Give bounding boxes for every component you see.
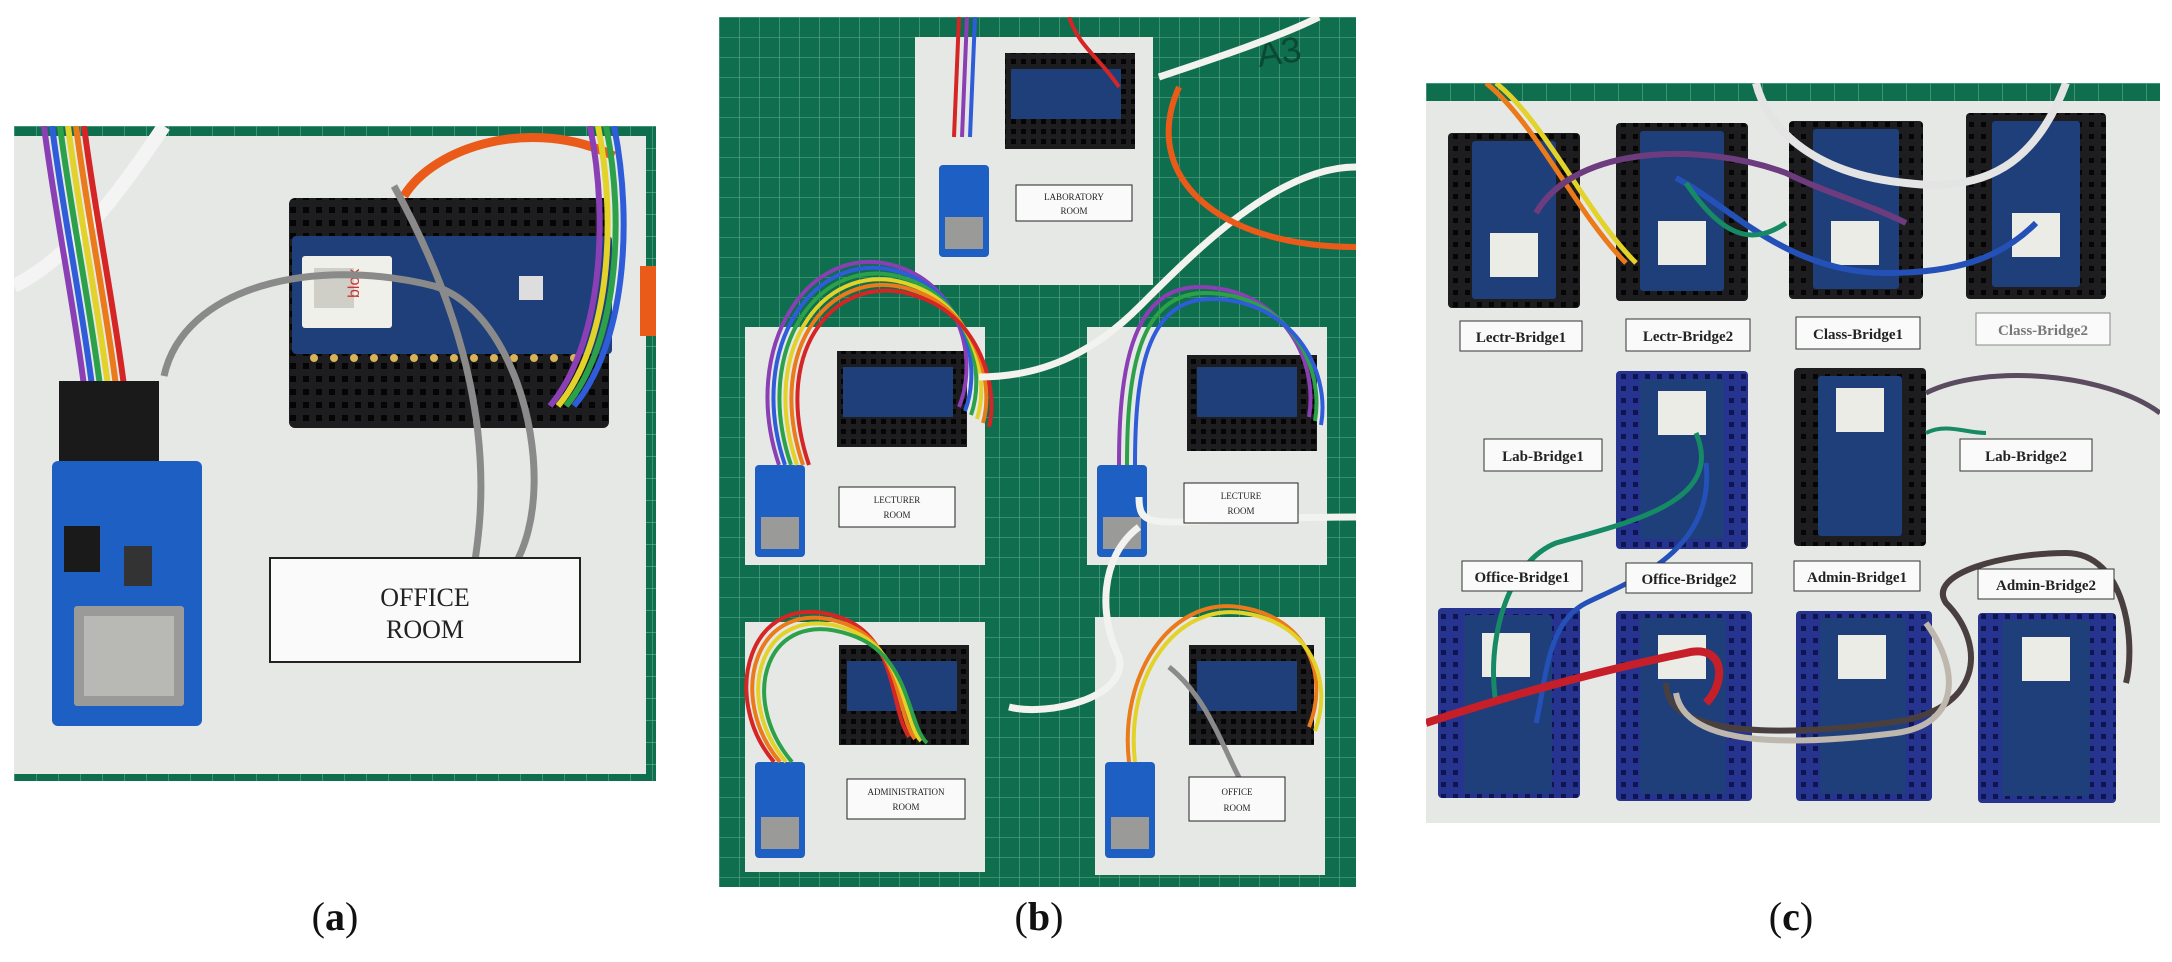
svg-text:ROOM: ROOM: [1227, 506, 1254, 516]
grey-jumper: [160, 184, 538, 604]
room-label-lecturer: LECTURER ROOM: [838, 486, 956, 528]
bridge-jumper-cables: [1426, 83, 2160, 744]
label-office-bridge1: Office-Bridge1: [1461, 560, 1583, 592]
room-label-laboratory: LABORATORY ROOM: [1015, 184, 1133, 222]
caption-c-close: ): [1799, 894, 1814, 939]
svg-text:OFFICE: OFFICE: [1221, 787, 1253, 797]
svg-text:LECTURE: LECTURE: [1221, 491, 1262, 501]
label-lectr-bridge2: Lectr-Bridge2: [1625, 318, 1751, 352]
svg-text:Class-Bridge1: Class-Bridge1: [1813, 327, 1903, 343]
board-lab-bridge2: [1794, 368, 1926, 546]
photo-panel-c: Lectr-Bridge1 Lectr-Bridge2 Class-Bridge…: [1426, 83, 2160, 823]
label-office-bridge2: Office-Bridge2: [1625, 562, 1753, 594]
caption-c-open: (: [1768, 894, 1783, 939]
board-lectr-bridge1: [1448, 133, 1580, 308]
label-lab-bridge1: Lab-Bridge1: [1483, 438, 1603, 472]
svg-text:LABORATORY: LABORATORY: [1044, 192, 1104, 202]
label-admin-bridge2: Admin-Bridge2: [1977, 568, 2115, 600]
orange-jumper: [400, 132, 617, 199]
svg-text:Class-Bridge2: Class-Bridge2: [1998, 323, 2088, 339]
caption-b: (b): [979, 893, 1099, 940]
board-lab-bridge1: [1616, 371, 1748, 549]
caption-b-letter: b: [1027, 894, 1051, 939]
svg-text:ROOM: ROOM: [883, 510, 910, 520]
svg-text:Admin-Bridge1: Admin-Bridge1: [1807, 570, 1907, 586]
svg-text:Lectr-Bridge2: Lectr-Bridge2: [1643, 329, 1733, 345]
svg-text:Office-Bridge2: Office-Bridge2: [1642, 572, 1737, 588]
reset-button: [519, 276, 543, 300]
right-ribbon-cable: [547, 126, 627, 408]
svg-text:ROOM: ROOM: [1223, 803, 1250, 813]
caption-c: (c): [1731, 893, 1851, 940]
svg-text:Admin-Bridge2: Admin-Bridge2: [1996, 578, 2096, 594]
board-lectr-bridge2: [1616, 123, 1748, 301]
label-class-bridge1: Class-Bridge1: [1795, 316, 1921, 350]
svg-text:Lab-Bridge1: Lab-Bridge1: [1502, 449, 1584, 465]
photo-panel-a: blox: [14, 126, 656, 781]
svg-text:ROOM: ROOM: [892, 802, 919, 812]
room-label: [269, 557, 581, 663]
room-label-line2: ROOM: [386, 615, 464, 644]
svg-text:Office-Bridge1: Office-Bridge1: [1475, 570, 1570, 586]
room-label-lecture: LECTURE ROOM: [1183, 482, 1299, 524]
room-label-line1: OFFICE: [380, 583, 470, 612]
header-pins: [310, 354, 578, 362]
caption-a-close: ): [345, 894, 359, 939]
label-class-bridge2: Class-Bridge2: [1975, 312, 2111, 346]
board-admin-bridge2: [1978, 613, 2116, 803]
board-office-bridge1: [1438, 608, 1580, 798]
orange-connector: [640, 266, 656, 336]
caption-a: (a): [275, 893, 395, 940]
photo-panel-b: A3: [719, 17, 1356, 887]
ribbon-cable: [41, 126, 127, 387]
svg-text:Lab-Bridge2: Lab-Bridge2: [1985, 449, 2067, 465]
label-admin-bridge1: Admin-Bridge1: [1793, 560, 1921, 592]
caption-b-open: (: [1014, 894, 1028, 939]
svg-text:ROOM: ROOM: [1060, 206, 1087, 216]
svg-text:Lectr-Bridge1: Lectr-Bridge1: [1476, 330, 1566, 346]
room-label-office: OFFICE ROOM: [1188, 776, 1286, 822]
label-lab-bridge2: Lab-Bridge2: [1959, 438, 2093, 472]
svg-text:LECTURER: LECTURER: [874, 495, 921, 505]
label-lectr-bridge1: Lectr-Bridge1: [1459, 320, 1583, 352]
caption-a-letter: a: [325, 894, 345, 939]
caption-c-letter: c: [1782, 894, 1800, 939]
caption-b-close: ): [1050, 894, 1064, 939]
svg-text:ADMINISTRATION: ADMINISTRATION: [868, 787, 945, 797]
caption-a-open: (: [311, 894, 325, 939]
board-admin-bridge1: [1796, 611, 1932, 801]
room-label-administration: ADMINISTRATION ROOM: [846, 778, 966, 820]
